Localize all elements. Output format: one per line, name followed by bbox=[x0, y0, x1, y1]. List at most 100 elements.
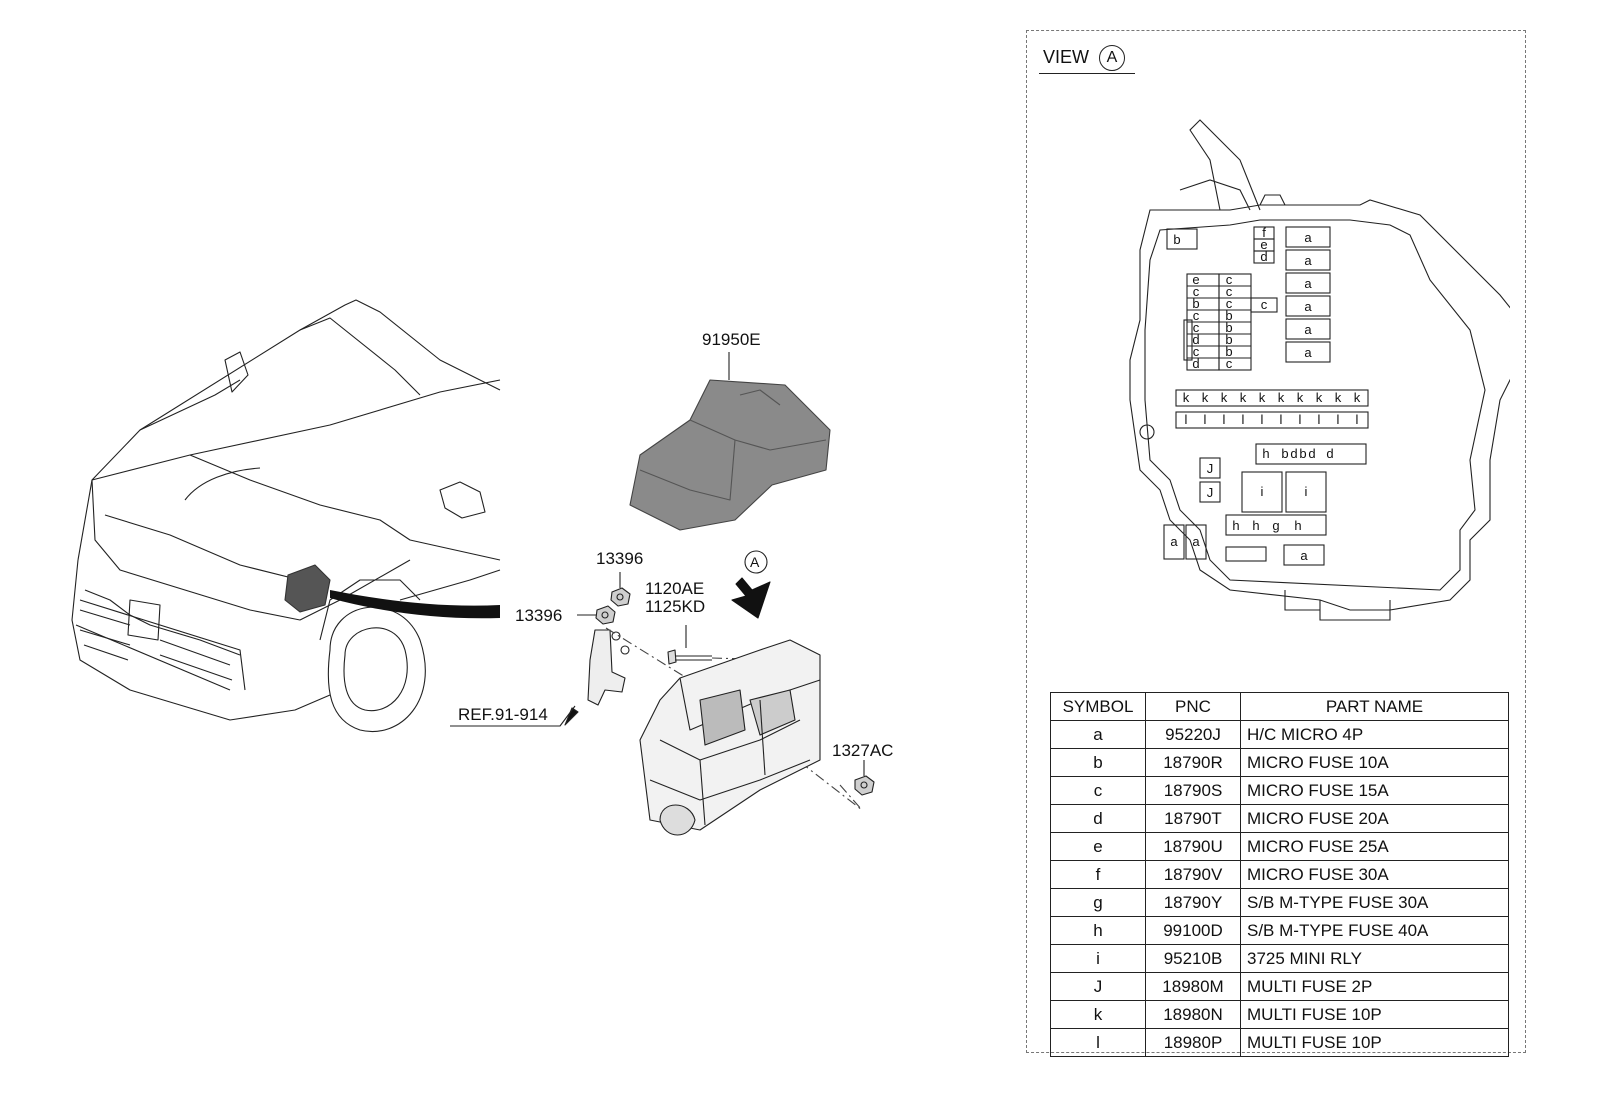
mounting-bracket bbox=[587, 629, 630, 706]
relay-label: a bbox=[1192, 534, 1200, 549]
relay-column-a bbox=[1285, 226, 1331, 363]
vehicle-outline bbox=[71, 299, 501, 732]
fuse-label: b bbox=[1225, 332, 1232, 347]
legend-pnc: 18790S bbox=[1145, 776, 1241, 805]
row-mid bbox=[1255, 443, 1367, 465]
multi-fuse-label: k bbox=[1297, 390, 1304, 405]
relay-label: i bbox=[1305, 484, 1308, 499]
fuse-label: b bbox=[1225, 308, 1232, 323]
legend-part-name: H/C MICRO 4P bbox=[1240, 720, 1509, 749]
fuse-label: c bbox=[1226, 356, 1233, 371]
legend-pnc: 18790R bbox=[1145, 748, 1241, 777]
legend-pnc: 18790V bbox=[1145, 860, 1241, 889]
legend-symbol: l bbox=[1050, 1028, 1146, 1057]
fuse-label: b bbox=[1281, 446, 1288, 461]
callout-cover: 91950E bbox=[702, 330, 761, 349]
fuse-label: c bbox=[1193, 344, 1200, 359]
multi-fuse-label: k bbox=[1335, 390, 1342, 405]
multi-fuse-label: l bbox=[1280, 412, 1283, 427]
view-marker-circle bbox=[744, 550, 768, 574]
legend-symbol: a bbox=[1050, 720, 1146, 749]
legend-part-name: S/B M-TYPE FUSE 30A bbox=[1240, 888, 1509, 917]
fuse-label: g bbox=[1272, 518, 1279, 533]
legend-symbol: d bbox=[1050, 804, 1146, 833]
legend-symbol: k bbox=[1050, 1000, 1146, 1029]
callout-nut-left: 13396 bbox=[515, 606, 563, 625]
legend-symbol: f bbox=[1050, 860, 1146, 889]
callout-bolt-1: 1120AE bbox=[645, 579, 705, 598]
fuse-label: b bbox=[1173, 232, 1180, 247]
fusebox-cover bbox=[629, 379, 831, 531]
multi-fuse-label: l bbox=[1242, 412, 1245, 427]
relay-label: a bbox=[1304, 276, 1312, 291]
fuse-label: h bbox=[1262, 446, 1269, 461]
multi-fuse-label: k bbox=[1202, 390, 1209, 405]
legend-pnc: 99100D bbox=[1145, 916, 1241, 945]
fuse-label: d bbox=[1290, 446, 1297, 461]
legend-symbol: c bbox=[1050, 776, 1146, 805]
fuse-label: c bbox=[1226, 296, 1233, 311]
view-title-underline bbox=[1039, 73, 1135, 74]
view-arrow bbox=[731, 577, 771, 619]
callout-nut-right: 1327AC bbox=[832, 741, 894, 760]
row-low bbox=[1225, 514, 1327, 536]
relay-label: a bbox=[1304, 299, 1312, 314]
legend-part-name: MULTI FUSE 2P bbox=[1240, 972, 1509, 1001]
multi-fuse-label: k bbox=[1354, 390, 1361, 405]
fuse-label: b bbox=[1225, 320, 1232, 335]
multi-fuse-label: k bbox=[1316, 390, 1323, 405]
fuse-label: d bbox=[1192, 332, 1199, 347]
fuse-label: c bbox=[1193, 320, 1200, 335]
view-title: VIEW A bbox=[1043, 45, 1126, 71]
legend-part-name: MULTI FUSE 10P bbox=[1240, 1000, 1509, 1029]
legend-pnc: 95220J bbox=[1145, 720, 1241, 749]
fuse-label: d bbox=[1192, 356, 1199, 371]
multi-fuse-label: J bbox=[1207, 485, 1214, 500]
view-marker-badge: A bbox=[1099, 45, 1126, 71]
multi-fuse-label: l bbox=[1318, 412, 1321, 427]
legend-part-name: MICRO FUSE 10A bbox=[1240, 748, 1509, 777]
legend-pnc: 18790Y bbox=[1145, 888, 1241, 917]
fuse-label: h bbox=[1232, 518, 1239, 533]
legend-symbol: e bbox=[1050, 832, 1146, 861]
relay-label: a bbox=[1304, 253, 1312, 268]
multi-fuse-rows bbox=[1175, 389, 1369, 429]
legend-part-name: MICRO FUSE 30A bbox=[1240, 860, 1509, 889]
fuse-label: c bbox=[1193, 284, 1200, 299]
legend-symbol: b bbox=[1050, 748, 1146, 777]
legend-header-part-name: PART NAME bbox=[1240, 692, 1509, 721]
callout-view-marker: A bbox=[750, 554, 760, 570]
legend-header-pnc: PNC bbox=[1145, 692, 1241, 721]
callout-ref: REF.91-914 bbox=[458, 705, 548, 724]
relay-label: a bbox=[1170, 534, 1178, 549]
multi-fuse-label: l bbox=[1299, 412, 1302, 427]
bolt-1120AE bbox=[667, 649, 712, 665]
legend-part-name: S/B M-TYPE FUSE 40A bbox=[1240, 916, 1509, 945]
legend-symbol: J bbox=[1050, 972, 1146, 1001]
fuse-label: d bbox=[1326, 446, 1333, 461]
multi-fuse-label: k bbox=[1240, 390, 1247, 405]
legend-part-name: MICRO FUSE 20A bbox=[1240, 804, 1509, 833]
view-label: VIEW bbox=[1043, 46, 1090, 67]
legend-header-symbol: SYMBOL bbox=[1050, 692, 1146, 721]
legend-part-name: 3725 MINI RLY bbox=[1240, 944, 1509, 973]
fuse-columns bbox=[1186, 273, 1278, 371]
fuse-label: b bbox=[1225, 344, 1232, 359]
legend-pnc: 18790T bbox=[1145, 804, 1241, 833]
fuse-label: d bbox=[1308, 446, 1315, 461]
exploded-view-drawing bbox=[71, 299, 875, 836]
multi-fuse-label: l bbox=[1185, 412, 1188, 427]
nut-13396-left bbox=[595, 605, 616, 625]
multi-fuse-label: k bbox=[1259, 390, 1266, 405]
multi-fuse-label: l bbox=[1204, 412, 1207, 427]
fuse-label: c bbox=[1261, 297, 1268, 312]
